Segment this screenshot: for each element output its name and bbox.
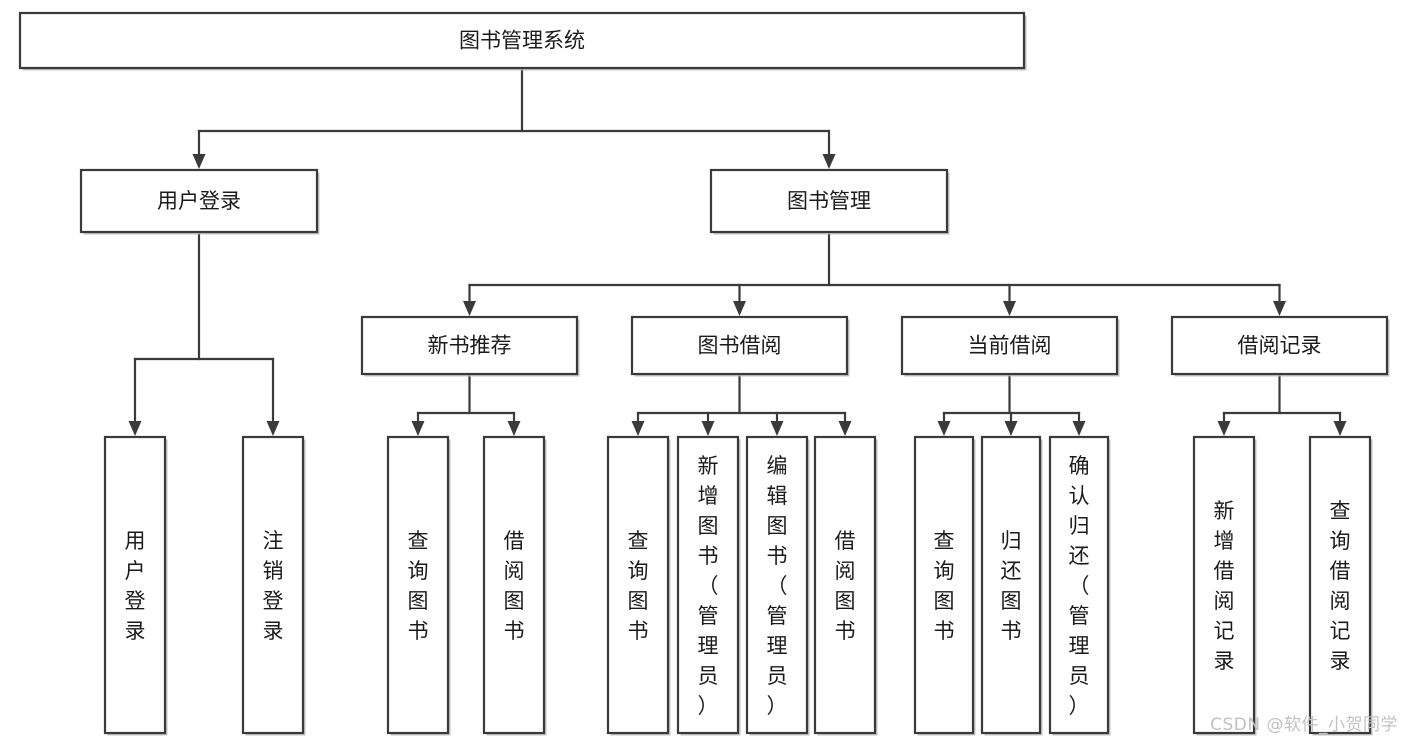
- node-box[interactable]: [1048, 435, 1110, 735]
- node-leaf-add-book[interactable]: 新增图书（管理员）: [676, 435, 741, 736]
- arrow-head-icon: [631, 421, 645, 436]
- arrow-head-icon: [463, 301, 476, 316]
- node-leaf-return-book[interactable]: 归还图书: [980, 435, 1043, 736]
- node-root[interactable]: 图书管理系统: [18, 11, 1027, 71]
- node-box[interactable]: [360, 315, 579, 376]
- node-box[interactable]: [1308, 435, 1372, 735]
- arrow-head-icon: [192, 154, 206, 169]
- node-label: 确认归还（管理员）: [1069, 454, 1090, 718]
- node-box[interactable]: [482, 435, 546, 735]
- node-box[interactable]: [913, 435, 975, 735]
- node-leaf-borrow-book-1[interactable]: 借阅图书: [482, 435, 547, 736]
- node-box[interactable]: [241, 435, 305, 735]
- node-label: 新增图书（管理员）: [698, 454, 719, 718]
- node-box[interactable]: [606, 435, 670, 735]
- csdn-watermark: CSDN @软件_小贺同学: [1210, 715, 1398, 735]
- node-label: 查询图书: [408, 529, 429, 643]
- connector-edge-bookmgmt-to-level3: [463, 230, 1286, 316]
- node-borrow-record[interactable]: 借阅记录: [1170, 315, 1390, 377]
- node-box[interactable]: [813, 435, 877, 735]
- arrow-head-icon: [1004, 421, 1018, 436]
- arrow-head-icon: [1003, 301, 1016, 316]
- node-label: 归还图书: [1001, 529, 1022, 643]
- node-box[interactable]: [1192, 435, 1256, 735]
- arrow-head-icon: [1217, 421, 1231, 436]
- arrow-head-icon: [937, 421, 951, 436]
- node-label: 用户登录: [125, 529, 146, 643]
- node-box[interactable]: [709, 168, 949, 234]
- arrow-head-icon: [701, 421, 715, 436]
- node-leaf-borrow-book-2[interactable]: 借阅图书: [813, 435, 878, 736]
- node-label: 借阅图书: [504, 529, 525, 643]
- node-box[interactable]: [745, 435, 809, 735]
- node-leaf-add-record[interactable]: 新增借阅记录: [1192, 435, 1257, 736]
- node-label: 查询图书: [934, 529, 955, 643]
- node-box[interactable]: [630, 315, 849, 376]
- arrow-head-icon: [1333, 421, 1347, 436]
- node-box[interactable]: [676, 435, 740, 735]
- node-leaf-logout[interactable]: 注销登录: [241, 435, 306, 736]
- arrow-head-icon: [266, 421, 280, 436]
- node-leaf-edit-book[interactable]: 编辑图书（管理员）: [745, 435, 810, 736]
- node-label: 新增借阅记录: [1214, 499, 1235, 673]
- node-box[interactable]: [79, 168, 319, 234]
- connector-edge-record-to-leaves: [1217, 372, 1347, 436]
- connector-edge-current-to-leaves: [937, 372, 1086, 436]
- connector-edge-borrow-to-leaves: [631, 372, 852, 436]
- node-label: 借阅图书: [835, 529, 856, 643]
- node-label: 图书管理: [787, 189, 871, 213]
- watermark-layer: CSDN @软件_小贺同学: [1210, 715, 1398, 735]
- node-leaf-query-record[interactable]: 查询借阅记录: [1308, 435, 1373, 736]
- node-box[interactable]: [900, 315, 1119, 376]
- node-leaf-user-login[interactable]: 用户登录: [103, 435, 168, 736]
- node-user-login[interactable]: 用户登录: [79, 168, 320, 235]
- node-book-borrow[interactable]: 图书借阅: [630, 315, 850, 377]
- node-label: 注销登录: [263, 529, 284, 643]
- node-label: 用户登录: [157, 189, 241, 213]
- arrow-head-icon: [128, 421, 142, 436]
- nodes-layer: 图书管理系统用户登录图书管理新书推荐图书借阅当前借阅借阅记录用户登录注销登录查询…: [18, 11, 1390, 736]
- node-label: 当前借阅: [968, 334, 1052, 358]
- arrow-head-icon: [507, 421, 521, 436]
- arrow-head-icon: [770, 421, 784, 436]
- node-box[interactable]: [1170, 315, 1389, 376]
- node-leaf-query-book-1[interactable]: 查询图书: [386, 435, 451, 736]
- node-label: 编辑图书（管理员）: [767, 454, 788, 718]
- node-leaf-confirm-return[interactable]: 确认归还（管理员）: [1048, 435, 1111, 736]
- arrow-head-icon: [411, 421, 425, 436]
- connector-edge-newbook-to-leaves: [411, 372, 521, 436]
- node-label: 图书管理系统: [459, 29, 585, 53]
- arrow-head-icon: [838, 421, 852, 436]
- arrow-head-icon: [733, 301, 746, 316]
- arrow-head-icon: [822, 154, 836, 169]
- arrow-head-icon: [1072, 421, 1086, 436]
- connector-edge-userlogin-to-leaves: [128, 230, 280, 436]
- arrow-head-icon: [1273, 301, 1286, 316]
- node-current-borrow[interactable]: 当前借阅: [900, 315, 1120, 377]
- node-box[interactable]: [386, 435, 450, 735]
- node-box[interactable]: [103, 435, 167, 735]
- connector-edge-root-to-level2: [192, 66, 836, 169]
- node-label: 查询图书: [628, 529, 649, 643]
- node-label: 新书推荐: [428, 334, 512, 358]
- node-leaf-query-book-2[interactable]: 查询图书: [606, 435, 671, 736]
- node-box[interactable]: [18, 11, 1026, 70]
- node-label: 查询借阅记录: [1330, 499, 1351, 673]
- node-book-management[interactable]: 图书管理: [709, 168, 950, 235]
- node-label: 借阅记录: [1238, 334, 1322, 358]
- connectors-layer: [128, 66, 1347, 436]
- node-label: 图书借阅: [698, 334, 782, 358]
- node-leaf-query-book-3[interactable]: 查询图书: [913, 435, 976, 736]
- node-new-book-recommend[interactable]: 新书推荐: [360, 315, 580, 377]
- node-box[interactable]: [980, 435, 1042, 735]
